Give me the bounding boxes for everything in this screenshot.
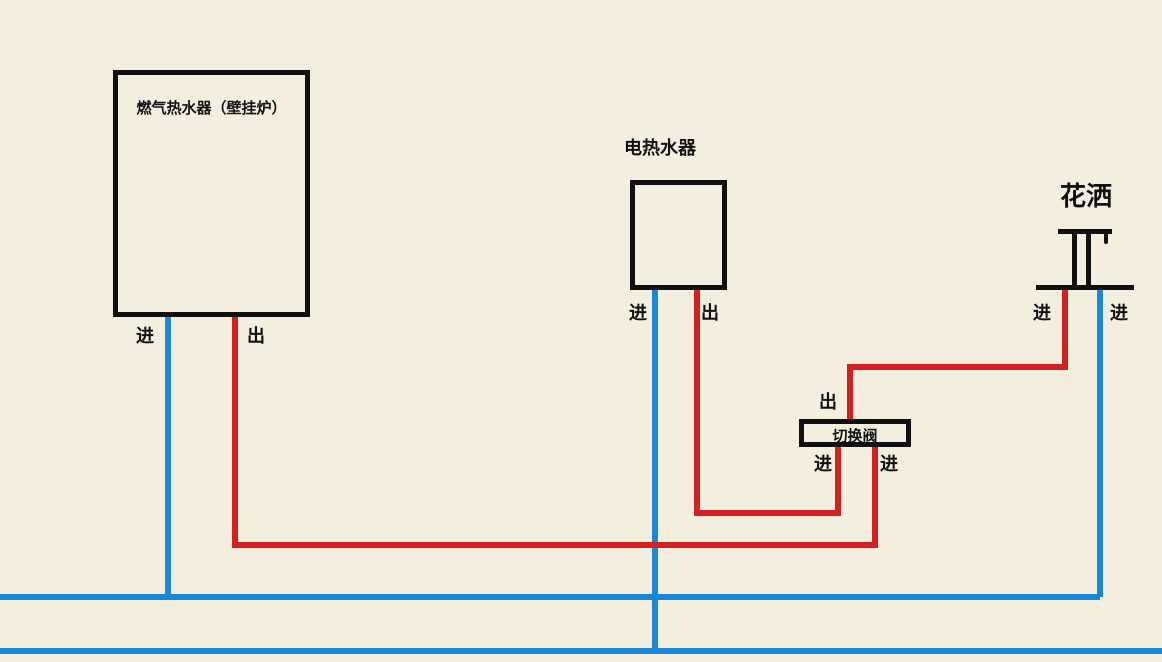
shower-inlet-hot-label: 进 bbox=[1033, 303, 1051, 323]
pipe-hot-valve-to-shower bbox=[847, 289, 1068, 421]
gas-heater-outlet-label: 出 bbox=[247, 326, 265, 346]
valve-outlet-label: 出 bbox=[819, 392, 837, 412]
valve-label: 切换阀 bbox=[832, 428, 878, 445]
gas-heater-box: 燃气热水器（壁挂炉） bbox=[113, 70, 310, 317]
valve-inlet-left-label: 进 bbox=[814, 454, 832, 474]
shower-label: 花洒 bbox=[1060, 181, 1113, 211]
valve-box: 切换阀 bbox=[799, 419, 911, 447]
pipe-hot-electric-to-valve bbox=[694, 288, 841, 516]
gas-heater-inlet-label: 进 bbox=[136, 326, 154, 346]
shower-inlet-cold-label: 进 bbox=[1110, 303, 1128, 323]
electric-heater-outlet-label: 出 bbox=[701, 303, 719, 323]
valve-inlet-right-label: 进 bbox=[880, 454, 898, 474]
gas-heater-label: 燃气热水器（壁挂炉） bbox=[136, 100, 287, 117]
electric-heater-label: 电热水器 bbox=[624, 138, 696, 158]
electric-heater-inlet-label: 进 bbox=[629, 303, 647, 323]
pipe-hot-gas-to-valve bbox=[232, 315, 878, 548]
electric-heater-box bbox=[630, 180, 727, 290]
